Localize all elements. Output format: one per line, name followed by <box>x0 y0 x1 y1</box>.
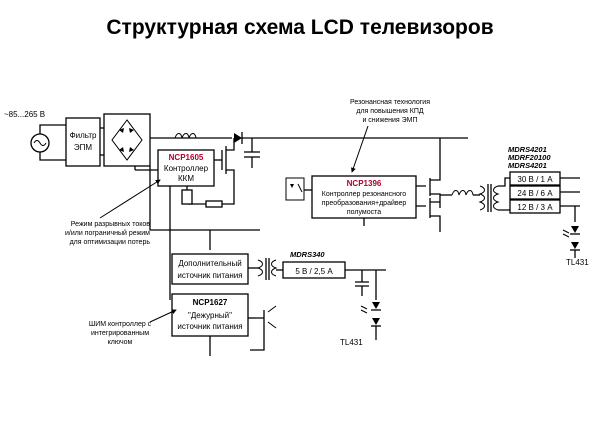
aux-supply-box <box>171 253 249 285</box>
tl431-aux-symbol <box>360 302 381 340</box>
diagram-title: Структурная схема LCD телевизоров <box>106 16 494 39</box>
pfc-feedback-block <box>181 189 193 205</box>
current-sense-resistor <box>205 200 223 208</box>
aux-label-2: источник питания <box>177 271 242 280</box>
half-bridge-mosfets <box>416 138 441 228</box>
aux-diode-label: MDRS340 <box>290 250 325 259</box>
note-pwm-1: ШИМ контроллер с <box>89 321 152 328</box>
note-resonant-1: Резонансная технология <box>350 99 430 106</box>
note-pwm-arrow <box>149 309 177 323</box>
resonant-label-2: преобразования+драйвер <box>322 199 407 207</box>
standby-chip-name: NCP1627 <box>193 298 228 307</box>
tl431-aux-label: TL431 <box>340 338 363 347</box>
tl431-main-symbol <box>562 226 580 258</box>
bridge-rectifier-box <box>103 113 151 167</box>
emi-filter-label-1: Фильтр <box>70 131 97 140</box>
output-30v-label: 30 В / 1 А <box>517 175 553 184</box>
note-pwm-2: интегрированным <box>91 330 149 337</box>
main-diode-3: MDRS4201 <box>508 161 547 170</box>
main-diode-1: MDRS4201 <box>508 145 547 154</box>
standby-label-1: "Дежурный" <box>188 311 232 320</box>
resonant-controller-box <box>311 175 417 219</box>
output-12v-label: 12 В / 3 А <box>517 203 553 212</box>
standby-optocoupler-symbol <box>250 305 277 351</box>
tl431-main-label: TL431 <box>566 258 589 267</box>
boost-diode-symbol <box>234 132 243 144</box>
resonant-label-3: полумоста <box>347 209 381 216</box>
secondary-wires <box>498 177 510 211</box>
main-diode-2: MDRF20100 <box>508 153 551 162</box>
note-resonant-2: для повышения КПД <box>356 108 423 115</box>
input-wire-bottom <box>39 152 66 161</box>
bulk-capacitor-symbol <box>244 138 260 168</box>
pfc-mosfet-symbol <box>214 138 235 196</box>
note-pwm-3: ключом <box>108 339 133 346</box>
emi-filter-box <box>65 117 101 167</box>
boost-inductor-symbol <box>174 133 197 139</box>
pfc-label-1: Контроллер <box>164 164 209 173</box>
emi-filter-label-2: ЭПМ <box>74 143 93 152</box>
resonant-inductor-symbol <box>451 190 474 196</box>
note-pfc-1: Режим разрывных токов <box>71 221 150 228</box>
optocoupler-symbol <box>285 177 305 201</box>
pfc-label-2: ККМ <box>178 174 194 183</box>
output-24v-label: 24 В / 6 А <box>517 189 553 198</box>
ground-wire-left <box>134 166 150 171</box>
bus-middle <box>149 166 260 231</box>
resonant-chip-name: NCP1396 <box>347 179 382 188</box>
note-pfc-3: для оптимизации потерь <box>70 239 151 246</box>
aux-transformer-symbol <box>256 258 278 280</box>
input-wire-top <box>39 124 66 134</box>
main-transformer-symbol <box>478 184 500 212</box>
main-output-wires <box>560 177 580 207</box>
note-pfc-arrow <box>99 179 161 219</box>
pfc-chip-name: NCP1605 <box>169 153 204 162</box>
5v-capacitor-symbol <box>355 270 369 296</box>
standby-label-2: источник питания <box>177 322 242 331</box>
resonant-label-1: Контроллер резонансного <box>322 191 407 198</box>
aux-label-1: Дополнительный <box>178 259 241 268</box>
ac-source-symbol <box>30 133 50 153</box>
note-resonant-arrow <box>351 125 369 173</box>
bridge-rectifier-diodes <box>111 119 143 161</box>
output-5v-label: 5 В / 2,5 А <box>295 267 333 276</box>
note-resonant-3: и снижения ЭМП <box>362 117 417 124</box>
note-pfc-2: и/или пограничный режим <box>65 229 150 237</box>
pfc-controller-box <box>157 149 215 187</box>
input-voltage-label: ~85...265 В <box>4 110 45 119</box>
